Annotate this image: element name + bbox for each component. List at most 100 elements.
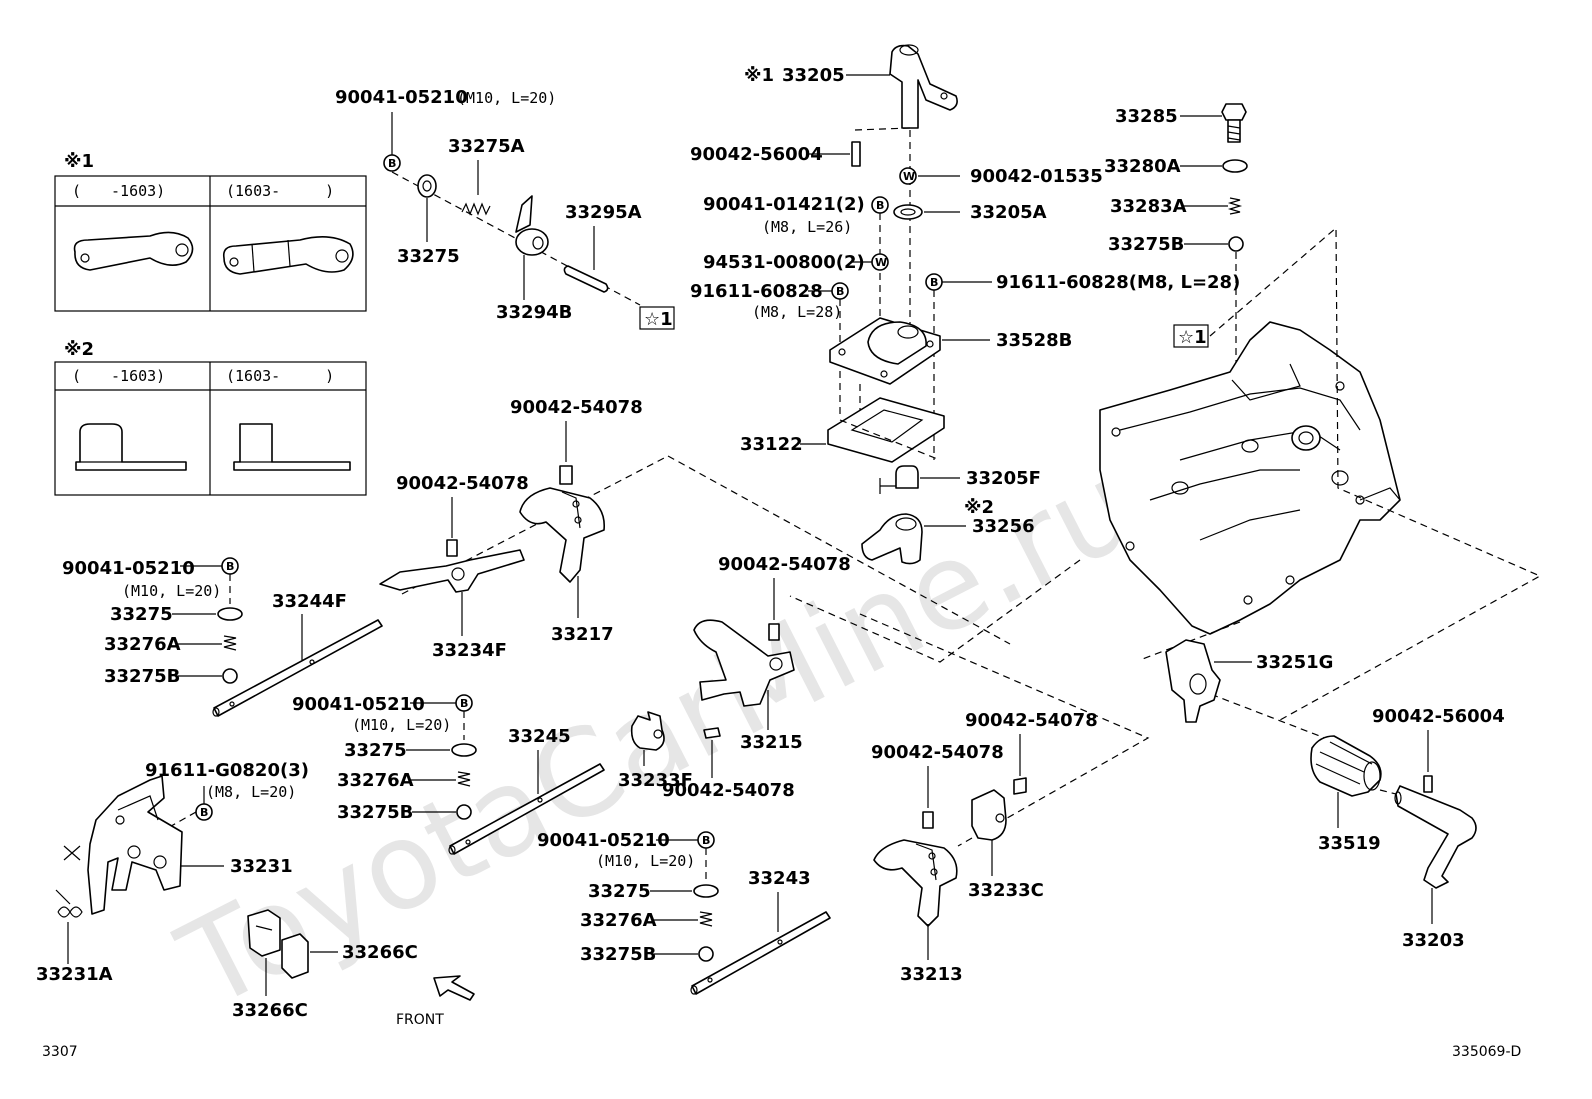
label-90041-05210-m: 90041-05210 <box>292 694 425 715</box>
washer-icon-l <box>217 607 243 621</box>
label-33205: 33205 <box>782 65 845 86</box>
transmission-case-icon <box>1099 321 1401 635</box>
label-33205-mark: ※1 <box>744 65 774 86</box>
label-90042-54078-b: 90042-54078 <box>396 473 529 494</box>
bolt-badge-icon-2: B <box>871 196 889 214</box>
pad-33266C-left-icon <box>247 909 281 957</box>
shift-shaft-33245-icon <box>448 763 605 855</box>
label-33217: 33217 <box>551 624 614 645</box>
inset-1-col1: ( -1603) <box>72 182 165 200</box>
label-33231A: 33231A <box>36 964 113 985</box>
label-90042-01535: 90042-01535 <box>970 166 1103 187</box>
label-33251G: 33251G <box>1256 652 1333 673</box>
washer-icon-b <box>693 884 719 898</box>
bushing-icon <box>879 465 919 494</box>
label-90042-54078-c: 90042-54078 <box>718 554 851 575</box>
label-33231: 33231 <box>230 856 293 877</box>
shift-head-33234F-icon <box>379 549 525 593</box>
label-33275-top: 33275 <box>397 246 460 267</box>
bolt-badge-icon-4: B <box>925 273 943 291</box>
svg-text:W: W <box>903 170 915 183</box>
bushing-new-icon <box>233 423 351 471</box>
label-33275B-b: 33275B <box>580 944 656 965</box>
footer-left-code: 3307 <box>42 1044 78 1060</box>
interlock-plate-group: 91611-G0820(3) (M8, L=20) B 33231 33231A <box>36 760 475 1028</box>
label-33275A: 33275A <box>448 136 525 157</box>
shift-head-33233F-icon <box>630 711 665 751</box>
label-33294B: 33294B <box>496 302 572 323</box>
label-90042-54078-f: 90042-54078 <box>965 710 1098 731</box>
label-33528B: 33528B <box>996 330 1072 351</box>
shift-fork-33217-icon <box>519 487 606 583</box>
lever-new-icon <box>222 236 354 275</box>
shift-head-33233C-icon <box>971 789 1007 841</box>
label-33275B-top: 33275B <box>1108 234 1184 255</box>
spring-icon-b <box>699 911 713 927</box>
select-lever-icon <box>861 513 923 565</box>
mark-x-icon <box>63 845 81 861</box>
label-33275-b: 33275 <box>588 881 651 902</box>
bolt-badge-icon-3: B <box>831 282 849 300</box>
label-33276A-b: 33276A <box>580 910 657 931</box>
svg-text:B: B <box>226 560 234 573</box>
label-90042-56004-top: 90042-56004 <box>690 144 823 165</box>
pin-icon <box>563 265 609 293</box>
label-91611-G0820-spec: (M8, L=20) <box>206 783 296 801</box>
label-91611-60828-left: 91611-60828 <box>690 281 823 302</box>
label-33519: 33519 <box>1318 833 1381 854</box>
interlock-plate-33231-icon <box>87 775 183 915</box>
label-33234F: 33234F <box>432 640 507 661</box>
detent-assembly-top: 90041-05210 (M10, L=20) B 33275 33275A 3… <box>335 87 675 330</box>
bolt-badge-icon-8: B <box>697 831 715 849</box>
small-pin-icon <box>851 141 861 167</box>
shift-shaft-33244F-icon <box>212 619 383 717</box>
fork-pin-icon-3 <box>768 623 780 641</box>
ball-icon-m <box>456 804 472 820</box>
svg-text:B: B <box>200 806 208 819</box>
shift-fork-group-center: 90042-54078 33215 90041-05210 (M10, L=20… <box>292 554 851 855</box>
pad-33266C-right-icon <box>281 933 309 979</box>
fork-pin-icon-5 <box>922 811 934 829</box>
bolt-badge-icon-7: B <box>195 803 213 821</box>
label-91611-60828-left-spec: (M8, L=28) <box>752 303 842 321</box>
label-33213: 33213 <box>900 964 963 985</box>
label-33295A: 33295A <box>565 202 642 223</box>
inner-lever-icon <box>889 44 958 129</box>
label-33256-mark: ※2 <box>964 497 994 518</box>
svg-text:W: W <box>875 256 887 269</box>
spring-icon <box>461 202 491 216</box>
label-33275B-m: 33275B <box>337 802 413 823</box>
shift-fork-33215-icon <box>693 619 795 707</box>
star-box-left-text: ☆1 <box>644 309 673 330</box>
gasket-icon <box>827 397 945 463</box>
label-90041-05210-b: 90041-05210 <box>537 830 670 851</box>
gasket-washer-icon <box>1222 159 1248 173</box>
label-33280A: 33280A <box>1104 156 1181 177</box>
label-90041-05210-top-spec: (M10, L=20) <box>457 89 556 107</box>
label-33244F: 33244F <box>272 591 347 612</box>
footer-right-code: 335069-D <box>1452 1044 1521 1060</box>
label-33275-l: 33275 <box>110 604 173 625</box>
fork-pin-icon-2 <box>446 539 458 557</box>
fork-pin-icon-7 <box>1423 775 1433 793</box>
lever-old-icon <box>73 231 194 271</box>
shift-lever-right-group: 33251G 33519 90042-56004 33203 <box>1165 639 1505 951</box>
svg-text:B: B <box>702 834 710 847</box>
inset-2-col2: (1603- ) <box>226 367 334 385</box>
fork-pin-icon-6 <box>1013 777 1027 795</box>
fork-pin-icon <box>559 465 573 485</box>
label-90042-54078-e: 90042-54078 <box>871 742 1004 763</box>
inset-1-title: ※1 <box>64 151 94 172</box>
label-33275-m: 33275 <box>344 740 407 761</box>
svg-text:B: B <box>388 157 396 170</box>
bushing-old-icon <box>75 423 187 471</box>
detent-stack-right: 33285 33280A 33283A 33275B ☆1 <box>1104 103 1248 390</box>
pin-icon-33233F <box>703 727 721 739</box>
label-33205F: 33205F <box>966 468 1041 489</box>
label-90042-56004-r: 90042-56004 <box>1372 706 1505 727</box>
front-label: FRONT <box>396 1012 444 1028</box>
label-33276A-l: 33276A <box>104 634 181 655</box>
label-33285: 33285 <box>1115 106 1178 127</box>
label-94531-00800: 94531-00800(2) <box>703 252 865 273</box>
